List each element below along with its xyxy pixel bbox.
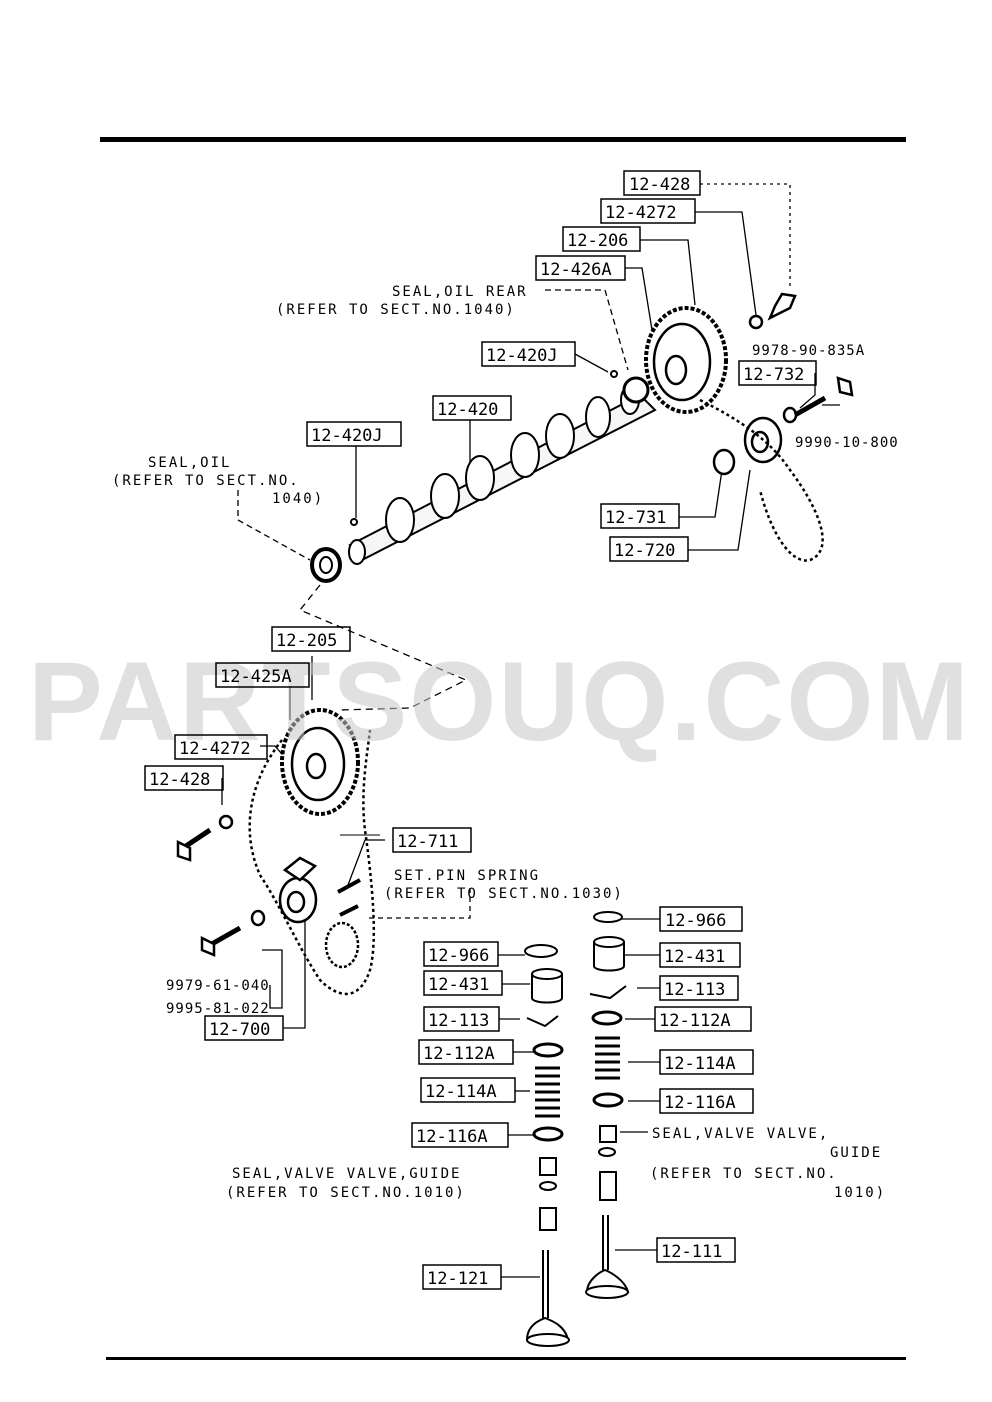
label-12-4272-left: 12-4272: [179, 739, 251, 759]
bolt-9979-61-040: 9979-61-040: [166, 978, 270, 994]
label-box-12-720: [609, 536, 689, 562]
tensioner-upper: [699, 398, 824, 562]
label-12-121: 12-121: [427, 1269, 488, 1289]
label-box-12-113-left: [423, 1006, 500, 1032]
top-rule: [100, 137, 906, 142]
camshaft-drawing: [310, 370, 657, 583]
label-12-711: 12-711: [397, 832, 458, 852]
bolt-9978-90-835A: 9978-90-835A: [752, 343, 865, 359]
note-seal-oil-rear-1: SEAL,OIL REAR: [392, 284, 528, 300]
label-12-420: 12-420: [437, 400, 498, 420]
label-box-12-114A-right: [659, 1049, 754, 1075]
label-12-732: 12-732: [743, 365, 804, 385]
label-12-425A: 12-425A: [220, 667, 292, 687]
label-12-114A-left: 12-114A: [425, 1082, 497, 1102]
label-box-12-431-right: [659, 942, 741, 968]
valve-assembly-right: [585, 911, 630, 1299]
label-box-12-425A: [215, 662, 310, 688]
bolt-numbers: 9978-90-835A 9990-10-800 9979-61-040 999…: [166, 343, 899, 1017]
label-12-426A: 12-426A: [540, 260, 612, 280]
label-12-112A-right: 12-112A: [659, 1011, 731, 1031]
watermark: PARTSOUQ.COM: [28, 639, 971, 764]
note-setpin-1: SET.PIN SPRING: [394, 868, 540, 884]
note-seal-valve-left-2: (REFER TO SECT.NO.1010): [226, 1185, 466, 1201]
label-box-12-700: [204, 1015, 284, 1041]
label-box-12-111: [656, 1237, 736, 1263]
label-box-12-711: [392, 827, 472, 853]
label-12-111: 12-111: [661, 1242, 722, 1262]
bolt-9995-81-022: 9995-81-022: [166, 1001, 270, 1017]
label-box-12-206: [562, 226, 641, 252]
bottom-rule: [106, 1357, 906, 1360]
label-box-12-428-top: [623, 170, 701, 196]
label-box-12-420J-top: [481, 341, 576, 367]
label-12-966-left: 12-966: [428, 946, 489, 966]
label-12-720: 12-720: [614, 541, 675, 561]
label-box-12-966-left: [423, 941, 499, 967]
label-12-428-top: 12-428: [629, 175, 690, 195]
label-box-12-420: [432, 395, 512, 421]
note-seal-oil-3: 1040): [272, 491, 324, 507]
note-seal-valve-right-3: (REFER TO SECT.NO.: [650, 1166, 838, 1182]
label-box-12-113-right: [659, 975, 739, 1001]
label-box-12-116A-left: [411, 1122, 509, 1148]
label-box-12-732: [738, 360, 817, 386]
part-labels: [144, 170, 817, 1290]
label-box-12-426A: [535, 255, 626, 281]
label-12-116A-left: 12-116A: [416, 1127, 488, 1147]
note-seal-valve-right-1: SEAL,VALVE VALVE,: [652, 1126, 829, 1142]
label-12-420J-left: 12-420J: [311, 426, 383, 446]
label-box-12-112A-right: [654, 1006, 752, 1032]
label-12-431-left: 12-431: [428, 975, 489, 995]
label-box-12-428-left: [144, 765, 224, 791]
note-seal-valve-right-2: GUIDE: [830, 1145, 882, 1161]
label-12-116A-right: 12-116A: [664, 1093, 736, 1113]
label-12-731: 12-731: [605, 508, 666, 528]
note-seal-oil-rear-2: (REFER TO SECT.NO.1040): [276, 302, 516, 318]
leader-lines: [221, 183, 840, 1278]
label-box-12-4272-left: [174, 734, 268, 760]
label-box-12-114A-left: [420, 1077, 516, 1103]
cam-pulley-lower: [176, 708, 380, 996]
note-seal-oil-1: SEAL,OIL: [148, 455, 231, 471]
label-box-12-112A-left: [418, 1039, 514, 1065]
label-12-206: 12-206: [567, 231, 628, 251]
valve-assembly-left: [524, 944, 570, 1347]
label-12-205: 12-205: [276, 631, 337, 651]
label-box-12-731: [600, 503, 680, 529]
label-box-12-966-right: [659, 906, 743, 932]
note-setpin-2: (REFER TO SECT.NO.1030): [384, 886, 624, 902]
label-12-431-right: 12-431: [664, 947, 725, 967]
label-box-12-121: [422, 1264, 502, 1290]
cam-pulley-upper: [644, 292, 854, 424]
label-box-12-420J-left: [306, 421, 402, 447]
label-12-966-right: 12-966: [665, 911, 726, 931]
label-12-114A-right: 12-114A: [664, 1054, 736, 1074]
part-label-texts: 12-428 12-4272 12-206 12-426A 12-420J 12…: [149, 175, 804, 1289]
note-seal-oil-2: (REFER TO SECT.NO.: [112, 473, 300, 489]
label-12-420J-top: 12-420J: [486, 346, 558, 366]
reference-notes: SEAL,OIL REAR (REFER TO SECT.NO.1040) SE…: [112, 284, 886, 1201]
label-box-12-431-left: [423, 970, 503, 996]
label-12-113-left: 12-113: [428, 1011, 489, 1031]
label-12-112A-left: 12-112A: [423, 1044, 495, 1064]
note-seal-valve-left-1: SEAL,VALVE VALVE,GUIDE: [232, 1166, 461, 1182]
label-box-12-116A-right: [659, 1088, 754, 1114]
bolt-9990-10-800: 9990-10-800: [795, 435, 899, 451]
label-12-4272-top: 12-4272: [605, 203, 677, 223]
label-12-428-left: 12-428: [149, 770, 210, 790]
label-box-12-4272-top: [600, 198, 696, 224]
note-seal-valve-right-4: 1010): [834, 1185, 886, 1201]
label-box-12-205: [271, 626, 351, 652]
label-12-113-right: 12-113: [664, 980, 725, 1000]
label-12-700: 12-700: [209, 1020, 270, 1040]
